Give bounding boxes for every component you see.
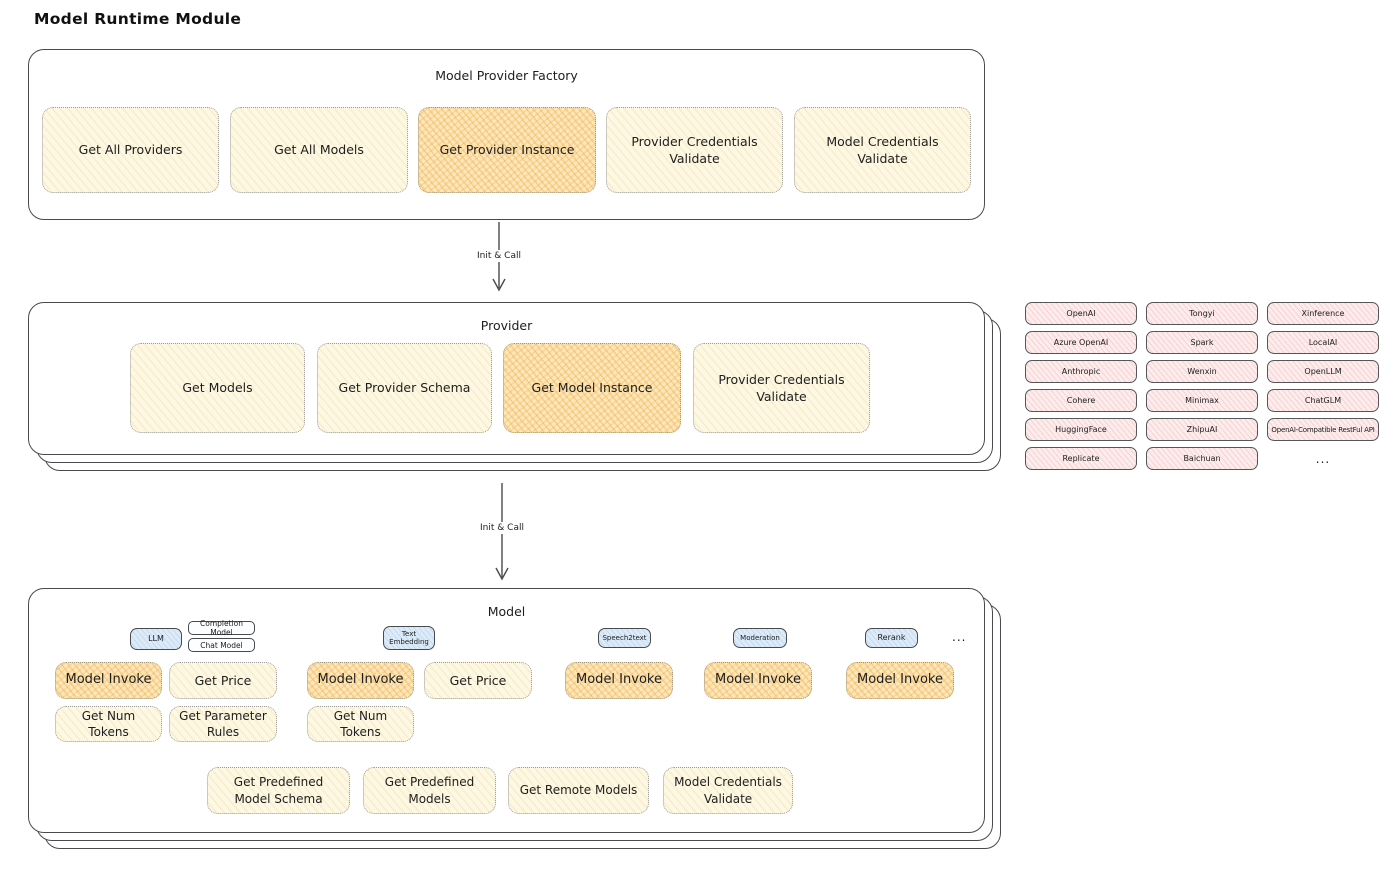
tag-text-embedding: Text Embedding xyxy=(383,626,435,650)
provider-cell-openllm: OpenLLM xyxy=(1267,360,1379,383)
node-get-remote-models: Get Remote Models xyxy=(508,767,649,814)
provider-cell-zhipuai: ZhipuAI xyxy=(1146,418,1258,441)
node-embedding-model-invoke: Model Invoke xyxy=(307,662,414,699)
arrow-label-init-call-1: Init & Call xyxy=(459,250,539,262)
tag-chat-model: Chat Model xyxy=(188,638,255,652)
node-provider-credentials-validate-provider: Provider Credentials Validate xyxy=(693,343,870,433)
tag-speech2text: Speech2text xyxy=(598,628,651,648)
tag-llm: LLM xyxy=(130,628,182,650)
node-get-all-providers: Get All Providers xyxy=(42,107,219,193)
provider-cell-baichuan: Baichuan xyxy=(1146,447,1258,470)
provider-cell-cohere: Cohere xyxy=(1025,389,1137,412)
node-get-provider-schema: Get Provider Schema xyxy=(317,343,492,433)
model-title: Model xyxy=(487,604,526,619)
node-get-model-instance: Get Model Instance xyxy=(503,343,681,433)
node-provider-credentials-validate-factory: Provider Credentials Validate xyxy=(606,107,783,193)
provider-cell-localai: LocalAI xyxy=(1267,331,1379,354)
provider-cell-xinference: Xinference xyxy=(1267,302,1379,325)
provider-cell-replicate: Replicate xyxy=(1025,447,1137,470)
provider-cell-spark: Spark xyxy=(1146,331,1258,354)
node-embedding-get-price: Get Price xyxy=(424,662,532,699)
page-title: Model Runtime Module xyxy=(34,10,242,28)
factory-title: Model Provider Factory xyxy=(435,68,578,83)
node-get-predefined-model-schema: Get Predefined Model Schema xyxy=(207,767,350,814)
tag-moderation: Moderation xyxy=(733,628,787,648)
tag-rerank: Rerank xyxy=(865,628,918,648)
node-embedding-get-num-tokens: Get Num Tokens xyxy=(307,706,414,742)
node-llm-get-price: Get Price xyxy=(169,662,277,699)
provider-cell-huggingface: HuggingFace xyxy=(1025,418,1137,441)
node-llm-get-parameter-rules: Get Parameter Rules xyxy=(169,706,277,742)
node-moderation-model-invoke: Model Invoke xyxy=(704,662,812,699)
node-get-provider-instance: Get Provider Instance xyxy=(418,107,596,193)
provider-cell-openai-compatible: OpenAI-Compatible RestFul API xyxy=(1267,418,1379,441)
node-get-predefined-models: Get Predefined Models xyxy=(363,767,496,814)
provider-cell-anthropic: Anthropic xyxy=(1025,360,1137,383)
node-rerank-model-invoke: Model Invoke xyxy=(846,662,954,699)
node-model-credentials-validate-model: Model Credentials Validate xyxy=(663,767,793,814)
node-speech2text-model-invoke: Model Invoke xyxy=(565,662,673,699)
node-model-credentials-validate-factory: Model Credentials Validate xyxy=(794,107,971,193)
provider-cell-minimax: Minimax xyxy=(1146,389,1258,412)
model-tags-ellipsis: ... xyxy=(952,630,967,644)
node-get-models: Get Models xyxy=(130,343,305,433)
provider-cell-tongyi: Tongyi xyxy=(1146,302,1258,325)
provider-list-grid: OpenAI Tongyi Xinference Azure OpenAI Sp… xyxy=(1025,302,1379,470)
arrow-label-init-call-2: Init & Call xyxy=(462,522,542,534)
provider-list-ellipsis: ... xyxy=(1315,451,1331,466)
provider-title: Provider xyxy=(480,318,533,333)
node-llm-get-num-tokens: Get Num Tokens xyxy=(55,706,162,742)
tag-completion-model: Completion Model xyxy=(188,619,255,637)
provider-cell-azure-openai: Azure OpenAI xyxy=(1025,331,1137,354)
provider-cell-openai: OpenAI xyxy=(1025,302,1137,325)
provider-cell-wenxin: Wenxin xyxy=(1146,360,1258,383)
provider-cell-chatglm: ChatGLM xyxy=(1267,389,1379,412)
node-get-all-models: Get All Models xyxy=(230,107,408,193)
node-llm-model-invoke: Model Invoke xyxy=(55,662,162,699)
